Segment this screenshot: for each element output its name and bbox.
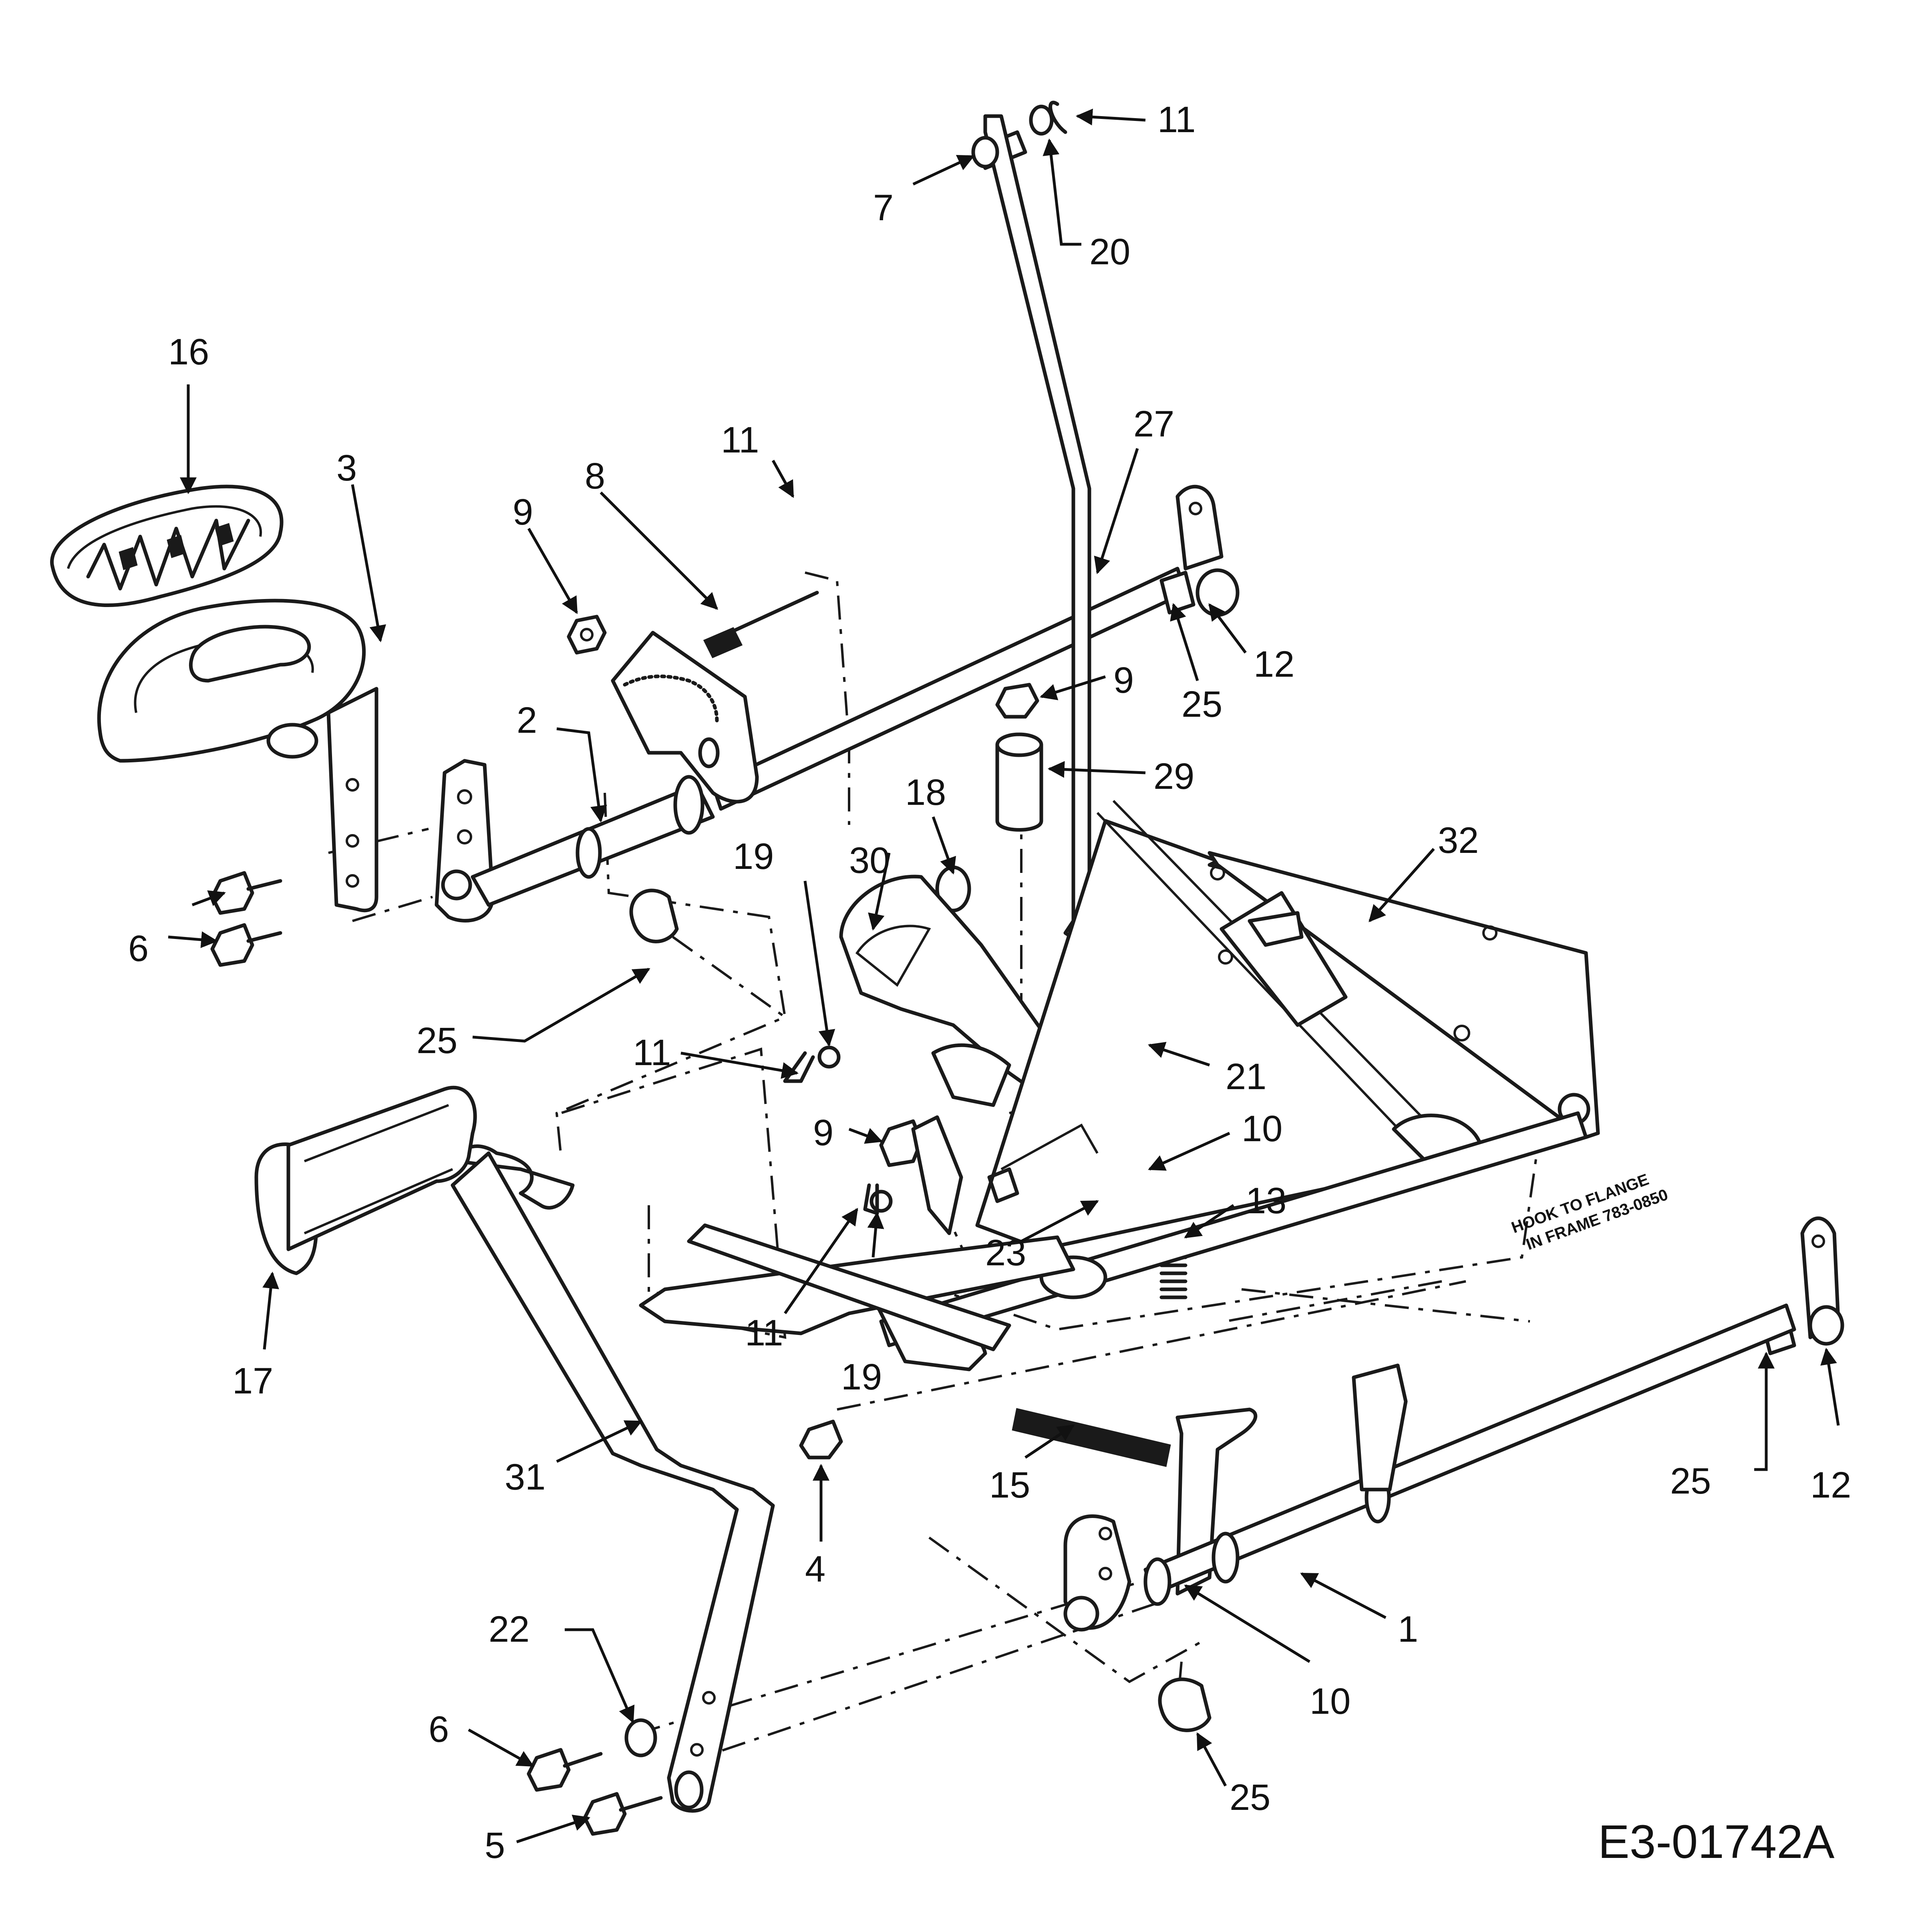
callout-2: 2 xyxy=(517,700,537,741)
callout-25-lower-right: 25 xyxy=(1670,1461,1711,1502)
callout-32: 32 xyxy=(1438,820,1479,861)
callout-29: 29 xyxy=(1153,756,1194,797)
callout-10-lower: 10 xyxy=(1310,1681,1350,1722)
callout-11-upper: 11 xyxy=(721,420,759,460)
callout-11-lower: 11 xyxy=(745,1313,783,1353)
callout-6-lower: 6 xyxy=(429,1709,449,1750)
callout-21: 21 xyxy=(1226,1056,1266,1097)
callout-5: 5 xyxy=(485,1825,505,1866)
callout-11-top: 11 xyxy=(1157,99,1196,140)
callout-4: 4 xyxy=(805,1549,825,1590)
callout-25-upper-left: 25 xyxy=(417,1020,457,1061)
diagram-code: E3-01742A xyxy=(1598,1815,1835,1868)
callout-18: 18 xyxy=(905,772,946,813)
callout-10-upper: 10 xyxy=(1242,1108,1282,1149)
callout-11-mid: 11 xyxy=(633,1032,671,1073)
callout-9-lower: 9 xyxy=(813,1112,833,1153)
callout-23: 23 xyxy=(985,1232,1026,1273)
callout-19-lower: 19 xyxy=(841,1357,882,1397)
pedal-bracket xyxy=(97,599,378,913)
callout-20: 20 xyxy=(1089,231,1130,272)
callout-22: 22 xyxy=(489,1609,529,1650)
callout-25-lower: 25 xyxy=(1230,1777,1270,1818)
callout-leaders xyxy=(168,109,1840,1844)
gear-sector xyxy=(611,591,819,804)
callout-12-upper: 12 xyxy=(1254,644,1294,685)
callout-6-upper: 6 xyxy=(128,928,149,969)
upper-pedal-shaft xyxy=(435,485,1240,923)
callout-19-upper: 19 xyxy=(733,836,774,877)
callout-labels: 11 7 20 16 3 8 11 9 27 12 25 9 29 32 2 6… xyxy=(128,99,1851,1866)
callout-25-upper-right: 25 xyxy=(1181,684,1222,725)
callout-17: 17 xyxy=(232,1361,273,1401)
callout-3: 3 xyxy=(336,448,357,489)
callout-31: 31 xyxy=(505,1457,545,1498)
callout-12-lower: 12 xyxy=(1810,1465,1851,1506)
callout-7: 7 xyxy=(873,187,894,228)
callout-30: 30 xyxy=(849,840,890,881)
callout-9-mid: 9 xyxy=(1113,660,1134,701)
callout-16: 16 xyxy=(168,332,209,372)
callout-15: 15 xyxy=(989,1465,1030,1506)
footrest-pad xyxy=(50,485,284,607)
callout-8: 8 xyxy=(585,456,605,497)
lever-handle xyxy=(254,1086,775,1813)
callout-27: 27 xyxy=(1133,404,1174,444)
callout-9-upper: 9 xyxy=(513,492,533,533)
callout-1: 1 xyxy=(1398,1609,1418,1650)
callout-13: 13 xyxy=(1246,1180,1286,1221)
frame-plate xyxy=(871,800,1600,1371)
lower-shaft xyxy=(639,1216,1844,1632)
